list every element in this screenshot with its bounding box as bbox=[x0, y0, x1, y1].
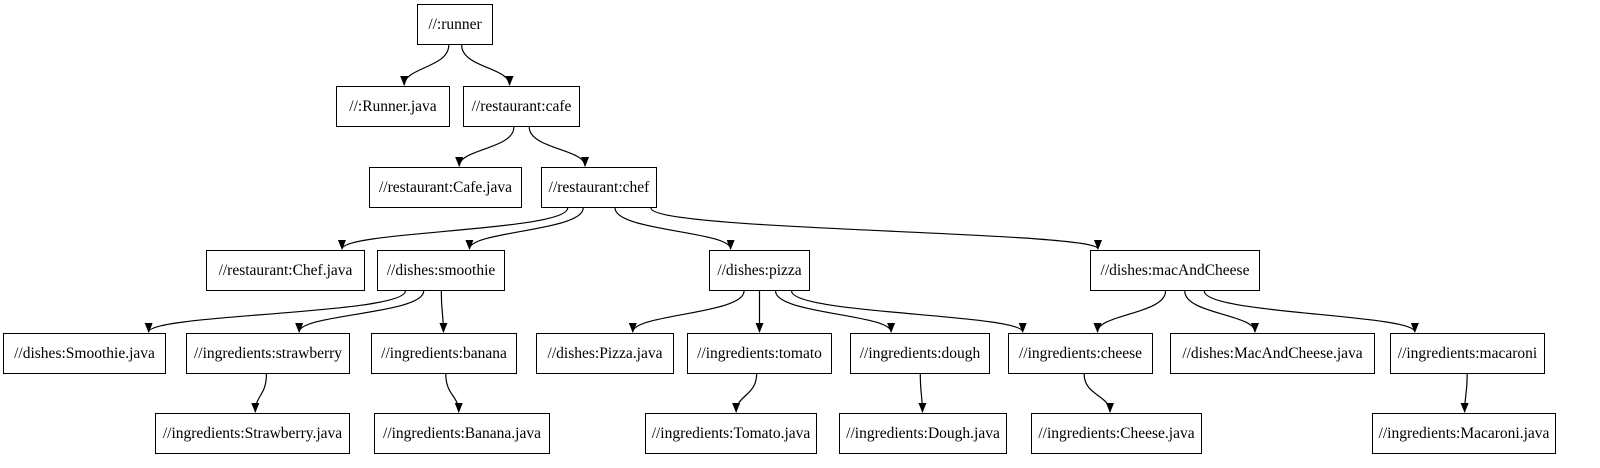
graph-node-label: //ingredients:banana bbox=[381, 344, 507, 362]
graph-edge-dishes-mac-to-ing-macaroni bbox=[1203, 290, 1419, 333]
graph-node-dough-java[interactable]: //ingredients:Dough.java bbox=[839, 413, 1007, 454]
graph-node-label: //dishes:smoothie bbox=[386, 261, 496, 279]
graph-edge-restaurant-chef-to-dishes-pizza bbox=[614, 207, 735, 250]
graph-edge-dishes-mac-to-ing-cheese bbox=[1093, 290, 1167, 333]
graph-node-label: //restaurant:cafe bbox=[471, 97, 572, 115]
graph-edge-dishes-pizza-to-ing-cheese bbox=[791, 290, 1027, 333]
graph-edge-dishes-pizza-to-ing-dough bbox=[774, 290, 896, 333]
graph-edge-restaurant-cafe-to-cafe-java bbox=[455, 126, 515, 167]
graph-node-smoothie-java[interactable]: //dishes:Smoothie.java bbox=[3, 333, 166, 374]
graph-node-label: //ingredients:Dough.java bbox=[846, 424, 1000, 442]
graph-edge-restaurant-chef-to-chef-java bbox=[338, 207, 569, 250]
graph-node-tomato-java[interactable]: //ingredients:Tomato.java bbox=[645, 413, 817, 454]
graph-node-ing-tomato[interactable]: //ingredients:tomato bbox=[687, 333, 832, 374]
graph-edge-ing-banana-to-banana-java bbox=[445, 373, 463, 413]
graph-node-label: //:Runner.java bbox=[349, 97, 437, 115]
graph-edge-restaurant-cafe-to-restaurant-chef bbox=[528, 126, 590, 167]
graph-edge-restaurant-chef-to-dishes-smoothie bbox=[465, 207, 584, 250]
graph-node-label: //ingredients:Tomato.java bbox=[651, 424, 811, 442]
graph-node-label: //ingredients:cheese bbox=[1018, 344, 1143, 362]
graph-node-label: //ingredients:tomato bbox=[697, 344, 822, 362]
graph-node-label: //restaurant:Cafe.java bbox=[379, 178, 512, 196]
graph-node-dishes-pizza[interactable]: //dishes:pizza bbox=[709, 250, 810, 291]
graph-node-label: //dishes:macAndCheese bbox=[1100, 261, 1250, 279]
graph-edge-runner-to-runner-java bbox=[400, 44, 450, 86]
graph-edge-dishes-mac-to-mac-java bbox=[1184, 290, 1259, 333]
graph-node-label: //ingredients:macaroni bbox=[1397, 344, 1538, 362]
graph-node-label: //dishes:Smoothie.java bbox=[14, 344, 155, 362]
graph-node-ing-banana[interactable]: //ingredients:banana bbox=[371, 333, 517, 374]
graph-node-pizza-java[interactable]: //dishes:Pizza.java bbox=[536, 333, 674, 374]
graph-node-label: //:runner bbox=[428, 15, 482, 33]
graph-node-restaurant-cafe[interactable]: //restaurant:cafe bbox=[463, 86, 580, 127]
graph-node-label: //ingredients:Strawberry.java bbox=[162, 424, 343, 442]
graph-node-dishes-mac[interactable]: //dishes:macAndCheese bbox=[1090, 250, 1260, 291]
graph-node-label: //ingredients:Macaroni.java bbox=[1378, 424, 1550, 442]
graph-edge-ing-strawberry-to-strawberry-java bbox=[251, 373, 268, 413]
graph-node-restaurant-chef[interactable]: //restaurant:chef bbox=[541, 167, 657, 208]
graph-node-label: //ingredients:strawberry bbox=[193, 344, 343, 362]
graph-node-label: //ingredients:Cheese.java bbox=[1038, 424, 1195, 442]
graph-node-cafe-java[interactable]: //restaurant:Cafe.java bbox=[369, 167, 522, 208]
graph-node-runner[interactable]: //:runner bbox=[417, 4, 493, 45]
graph-node-chef-java[interactable]: //restaurant:Chef.java bbox=[206, 250, 365, 291]
graph-node-cheese-java[interactable]: //ingredients:Cheese.java bbox=[1031, 413, 1202, 454]
graph-node-label: //restaurant:chef bbox=[548, 178, 650, 196]
graph-node-label: //ingredients:Banana.java bbox=[383, 424, 541, 442]
graph-edge-dishes-smoothie-to-ing-banana bbox=[439, 290, 448, 333]
graph-node-runner-java[interactable]: //:Runner.java bbox=[336, 86, 450, 127]
graph-edge-dishes-pizza-to-pizza-java bbox=[628, 290, 745, 333]
graph-node-ing-cheese[interactable]: //ingredients:cheese bbox=[1008, 333, 1153, 374]
graph-node-label: //dishes:pizza bbox=[717, 261, 802, 279]
graph-node-ing-strawberry[interactable]: //ingredients:strawberry bbox=[186, 333, 350, 374]
graph-node-mac-java[interactable]: //dishes:MacAndCheese.java bbox=[1170, 333, 1375, 374]
graph-node-label: //restaurant:Chef.java bbox=[218, 261, 353, 279]
graph-node-label: //ingredients:dough bbox=[859, 344, 981, 362]
graph-node-ing-dough[interactable]: //ingredients:dough bbox=[850, 333, 990, 374]
graph-edge-ing-tomato-to-tomato-java bbox=[732, 373, 758, 413]
graph-edge-restaurant-chef-to-dishes-mac bbox=[650, 207, 1102, 250]
graph-node-label: //dishes:MacAndCheese.java bbox=[1182, 344, 1363, 362]
graph-edge-dishes-smoothie-to-smoothie-java bbox=[144, 290, 406, 333]
graph-node-macaroni-java[interactable]: //ingredients:Macaroni.java bbox=[1372, 413, 1556, 454]
graph-edge-dishes-smoothie-to-ing-strawberry bbox=[295, 290, 425, 333]
graph-edge-ing-dough-to-dough-java bbox=[918, 373, 927, 413]
graph-node-banana-java[interactable]: //ingredients:Banana.java bbox=[374, 413, 550, 454]
graph-edge-ing-cheese-to-cheese-java bbox=[1083, 373, 1115, 413]
graph-edge-runner-to-restaurant-cafe bbox=[461, 44, 514, 86]
graph-node-strawberry-java[interactable]: //ingredients:Strawberry.java bbox=[155, 413, 350, 454]
graph-node-dishes-smoothie[interactable]: //dishes:smoothie bbox=[377, 250, 505, 291]
graph-node-label: //dishes:Pizza.java bbox=[547, 344, 663, 362]
graph-edge-ing-macaroni-to-macaroni-java bbox=[1460, 373, 1469, 413]
graph-node-ing-macaroni[interactable]: //ingredients:macaroni bbox=[1390, 333, 1545, 374]
